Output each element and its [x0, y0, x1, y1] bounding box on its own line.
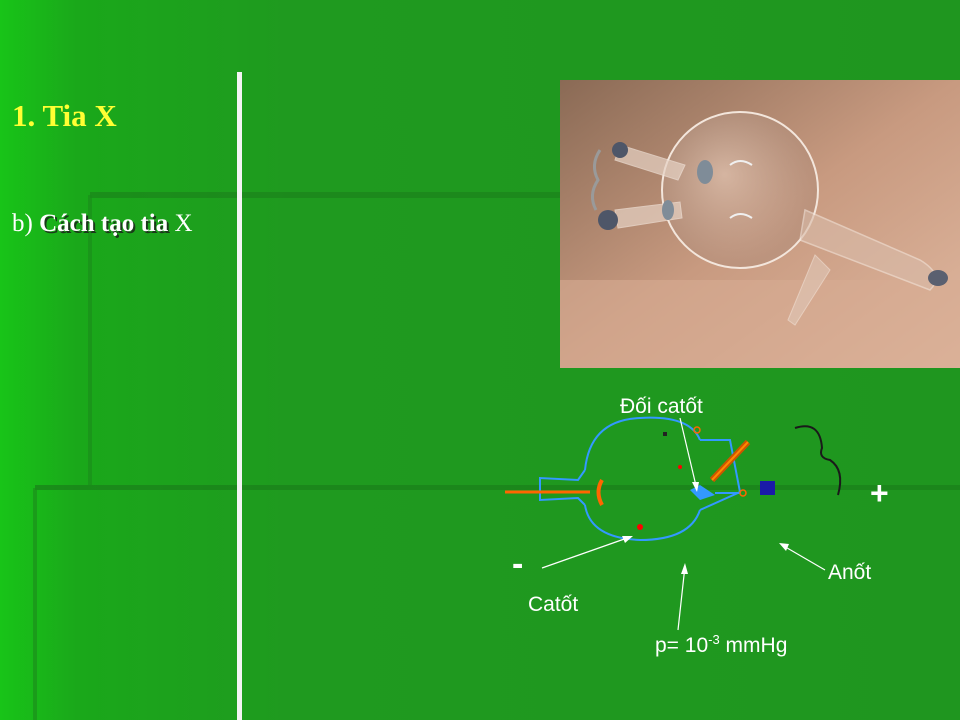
label-anode: Anốt [828, 561, 872, 584]
subtitle-suffix: X [174, 210, 193, 237]
subtitle-prefix: b) [12, 210, 33, 237]
label-cathode: Catốt [528, 593, 579, 616]
background-band-upper [90, 192, 960, 198]
label-pressure: p= 10-3 mmHg [655, 632, 787, 658]
pressure-prefix: p= 10 [655, 634, 709, 657]
tube-bulb-outline [584, 416, 701, 542]
background-band-vertical [88, 195, 92, 485]
background-band-vertical-2 [33, 488, 37, 720]
wire [794, 425, 842, 496]
anode-block [760, 481, 775, 495]
sign-minus: - [512, 545, 524, 583]
x-ray-tube-photo [560, 80, 960, 368]
vertical-divider [237, 72, 242, 720]
pressure-exponent: -3 [708, 632, 720, 647]
slide-subtitle: b) Cách tạo tia X [12, 210, 193, 238]
label-anticathode: Đối catốt [620, 395, 703, 418]
anticathode [690, 485, 715, 500]
sign-plus: + [870, 475, 889, 511]
background-band-lower [35, 485, 960, 490]
subtitle-bold: Cách tạo tia [39, 210, 169, 237]
pressure-unit: mmHg [719, 634, 788, 657]
slide-title: 1. Tia X [12, 98, 117, 133]
cathode-cup [596, 478, 604, 506]
